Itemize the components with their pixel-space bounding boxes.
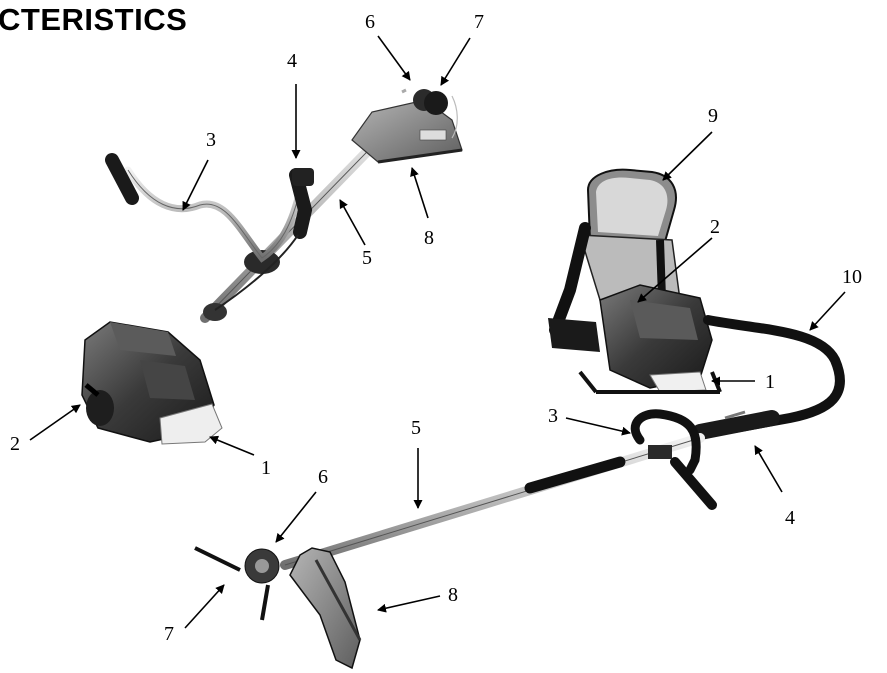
callout-8: 8 [424, 227, 434, 249]
callout-3: 3 [548, 405, 558, 427]
callout-5: 5 [362, 247, 372, 269]
brushcutter-illustration [82, 89, 462, 444]
callout-8: 8 [448, 584, 458, 606]
callouts-upper-left: 1 2 3 4 5 6 7 8 [10, 11, 484, 479]
callout-10: 10 [842, 266, 862, 288]
callout-1: 1 [765, 371, 775, 393]
callout-5: 5 [411, 417, 421, 439]
callout-6: 6 [318, 466, 328, 488]
callout-9: 9 [708, 105, 718, 127]
callout-3: 3 [206, 129, 216, 151]
callout-7: 7 [474, 11, 484, 33]
callout-4: 4 [785, 507, 795, 529]
callout-6: 6 [365, 11, 375, 33]
callout-1: 1 [261, 457, 271, 479]
callout-7: 7 [164, 623, 174, 645]
callout-2: 2 [10, 433, 20, 455]
callout-2: 2 [710, 216, 720, 238]
callout-4: 4 [287, 50, 297, 72]
